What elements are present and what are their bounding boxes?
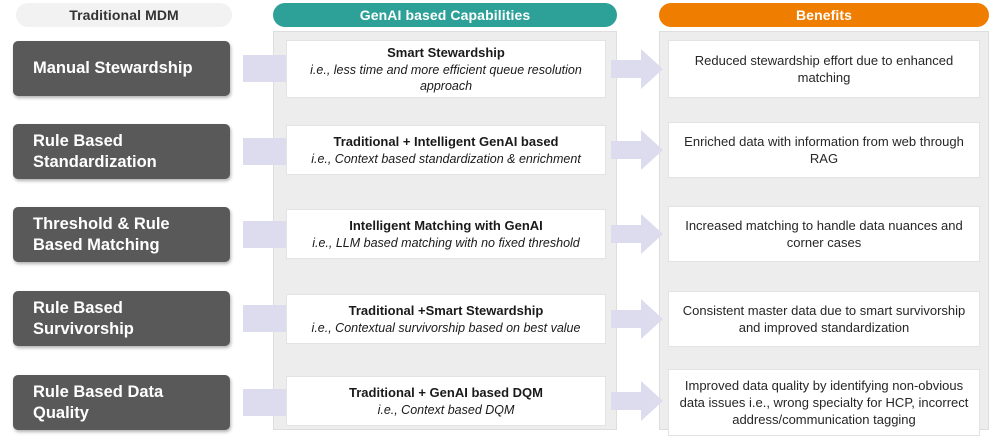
benefit-card-row-1[interactable]: Reduced stewardship effort due to enhanc…	[668, 40, 980, 98]
capability-title-row-1: Smart Stewardship	[387, 44, 505, 60]
benefit-text-row-4: Consistent master data due to smart surv…	[682, 303, 966, 335]
mdm-chip-line-2: Survivorship	[33, 319, 134, 338]
connector-stub-row-5	[243, 389, 291, 416]
capability-card-row-1[interactable]: Smart Stewardship i.e., less time and mo…	[286, 40, 606, 98]
benefit-text-row-5: Improved data quality by identifying non…	[679, 378, 969, 427]
mdm-chip-row-4[interactable]: Rule Based Survivorship	[13, 291, 230, 346]
capability-card-row-3[interactable]: Intelligent Matching with GenAI i.e., LL…	[286, 209, 606, 259]
benefit-text-row-3: Increased matching to handle data nuance…	[685, 218, 963, 250]
arrow-right-icon-row-3	[611, 213, 664, 255]
column-header-genai-capabilities: GenAI based Capabilities	[273, 3, 617, 27]
mdm-chip-line-1: Manual Stewardship	[33, 59, 193, 77]
mdm-chip-line-1: Rule Based Data	[33, 382, 164, 401]
mdm-chip-row-1[interactable]: Manual Stewardship	[13, 41, 230, 96]
capability-card-row-2[interactable]: Traditional + Intelligent GenAI based i.…	[286, 125, 606, 175]
capability-card-row-4[interactable]: Traditional +Smart Stewardship i.e., Con…	[286, 294, 606, 344]
arrow-right-icon-row-2	[611, 129, 664, 171]
connector-stub-row-2	[243, 138, 291, 165]
connector-stub-row-1	[243, 55, 291, 82]
capability-subtitle-row-3: i.e., LLM based matching with no fixed t…	[312, 235, 580, 250]
column-header-benefits: Benefits	[659, 3, 989, 27]
capability-subtitle-row-1: i.e., less time and more efficient queue…	[310, 62, 582, 93]
connector-stub-row-4	[243, 305, 291, 332]
mdm-chip-line-1: Rule Based	[33, 131, 123, 150]
mdm-chip-row-2[interactable]: Rule Based Standardization	[13, 124, 230, 179]
benefit-card-row-2[interactable]: Enriched data with information from web …	[668, 122, 980, 178]
column-header-traditional-mdm: Traditional MDM	[16, 3, 232, 27]
arrow-right-icon-row-4	[611, 298, 664, 340]
benefit-text-row-1: Reduced stewardship effort due to enhanc…	[694, 53, 954, 85]
capability-title-row-3: Intelligent Matching with GenAI	[349, 217, 543, 233]
connector-stub-row-3	[243, 221, 291, 248]
mdm-chip-line-2: Standardization	[33, 152, 157, 171]
benefit-card-row-3[interactable]: Increased matching to handle data nuance…	[668, 206, 980, 262]
mdm-chip-row-3[interactable]: Threshold & Rule Based Matching	[13, 207, 230, 262]
mdm-chip-line-2: Based Matching	[33, 235, 160, 254]
benefit-text-row-2: Enriched data with information from web …	[684, 134, 964, 166]
capability-title-row-2: Traditional + Intelligent GenAI based	[333, 133, 559, 149]
mdm-chip-line-1: Threshold & Rule	[33, 214, 170, 233]
capability-title-row-4: Traditional +Smart Stewardship	[348, 302, 544, 318]
benefit-card-row-4[interactable]: Consistent master data due to smart surv…	[668, 291, 980, 347]
benefit-card-row-5[interactable]: Improved data quality by identifying non…	[668, 369, 980, 436]
arrow-right-icon-row-5	[611, 380, 664, 422]
arrow-right-icon-row-1	[611, 48, 664, 90]
capability-subtitle-row-4: i.e., Contextual survivorship based on b…	[311, 320, 581, 335]
capability-title-row-5: Traditional + GenAI based DQM	[349, 384, 543, 400]
capability-card-row-5[interactable]: Traditional + GenAI based DQM i.e., Cont…	[286, 376, 606, 426]
capability-subtitle-row-5: i.e., Context based DQM	[377, 402, 515, 417]
mdm-chip-line-2: Quality	[33, 403, 89, 422]
mdm-chip-line-1: Rule Based	[33, 298, 123, 317]
capability-subtitle-row-2: i.e., Context based standardization & en…	[311, 151, 581, 166]
mdm-chip-row-5[interactable]: Rule Based Data Quality	[13, 375, 230, 430]
